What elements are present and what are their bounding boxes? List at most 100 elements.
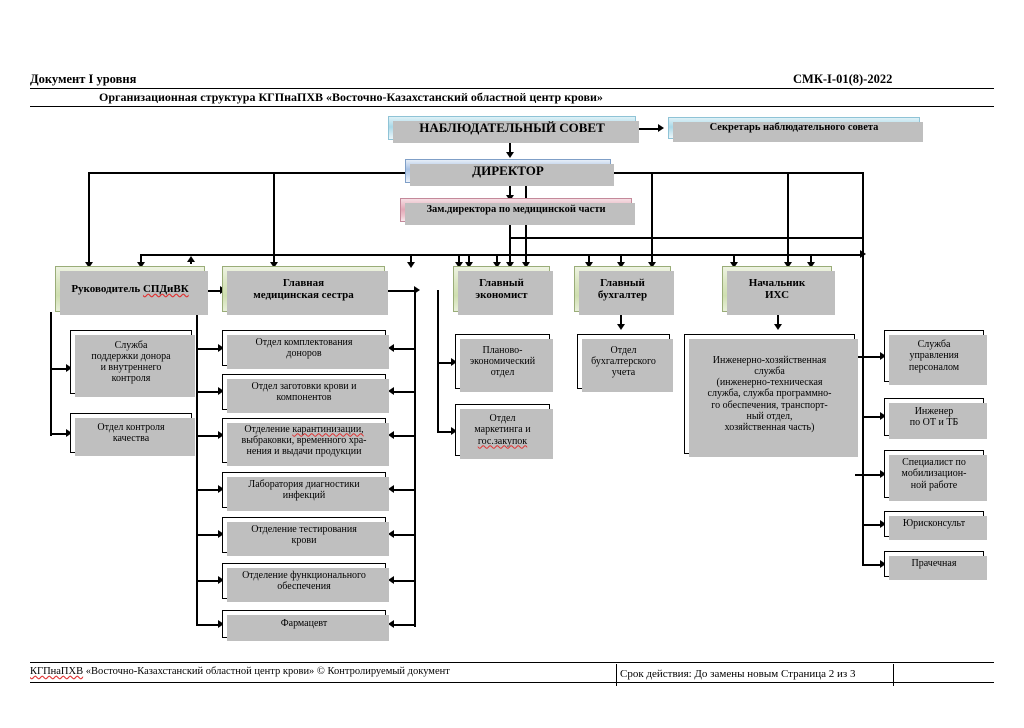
node-head-nurse[interactable]: Главная медицинская сестра: [222, 266, 388, 315]
footer-right-box-left: [616, 664, 617, 686]
arrowhead-right-1: [880, 352, 886, 360]
edge-council-director: [509, 140, 511, 154]
head-nurse-line1: Главная: [282, 276, 325, 289]
footer-org-rest: «Восточно-Казахстанский областной центр …: [85, 666, 450, 677]
marketing-line1: Отдел: [489, 413, 516, 425]
director-drop-4: [651, 172, 653, 264]
arrowhead-spdivk-1: [66, 364, 72, 372]
header-rule-bottom: [30, 106, 994, 107]
node-laundry-label: Прачечная: [911, 558, 957, 570]
right-trunk: [862, 240, 864, 566]
arrowhead-fb-1: [388, 344, 394, 352]
deputy-drop-a: [410, 254, 412, 264]
node-spdivk-head-label: Руководитель СПДиВК: [56, 283, 204, 295]
nurse-fb-4: [392, 489, 416, 491]
deputy-bus-lower: [140, 254, 864, 256]
arrowhead-right-3: [880, 470, 886, 478]
node-chief-economist[interactable]: Главный экономист: [453, 266, 553, 315]
arrowhead-nurse-5: [218, 530, 224, 538]
node-director-label: ДИРЕКТОР: [472, 162, 544, 178]
nurse-trunk: [196, 312, 198, 626]
nurse-fb-1: [392, 348, 416, 350]
node-marketing-procurement-dept[interactable]: Отдел маркетинга и гос.закупок: [455, 404, 553, 459]
deputy-drop-e: [588, 254, 590, 264]
deputy-drop-h: [810, 254, 812, 264]
node-observation-council[interactable]: НАБЛЮДАТЕЛЬНЫЙ СОВЕТ: [388, 116, 639, 143]
nurse-branch-2: [196, 391, 220, 393]
arrowhead-nurse-7: [218, 620, 224, 628]
arrowhead-deputy-f: [617, 262, 625, 268]
arrowhead-deputy-b: [455, 262, 463, 268]
marketing-line2: маркетинга и: [474, 424, 531, 436]
node-quarantine-dept[interactable]: Отделение карантинизации, выбраковки, вр…: [222, 418, 389, 466]
arrowhead-econ-2: [451, 427, 457, 435]
arrowhead-nurse-6: [218, 576, 224, 584]
arrowhead-deputy-a: [407, 262, 415, 268]
node-legal-counsel-label: Юрисконсульт: [902, 518, 966, 530]
director-drop-5: [787, 172, 789, 264]
deputy-drop-d: [496, 254, 498, 264]
arrowhead-deputy-g: [730, 262, 738, 268]
header-rule-top: [30, 88, 994, 89]
arrowhead-deputy-d: [493, 262, 501, 268]
node-deputy-director-label: Зам.директора по медицинской части: [426, 204, 606, 216]
node-council-secretary[interactable]: Секретарь наблюдательного совета: [668, 117, 923, 142]
right-branch-5: [862, 564, 882, 566]
head-nurse-line2: медицинская сестра: [253, 289, 354, 301]
node-chief-accountant[interactable]: Главный бухгалтер: [574, 266, 674, 315]
nurse-branch-6: [196, 580, 220, 582]
nurse-fb-3: [392, 435, 416, 437]
spdivk-acronym: СПДиВК: [142, 282, 189, 295]
nurse-branch-5: [196, 534, 220, 536]
nurse-fb-7: [392, 624, 416, 626]
spdivk-prefix: Руководитель: [71, 282, 143, 295]
node-laundry[interactable]: Прачечная: [884, 551, 987, 580]
node-chief-economist-label: Главный экономист: [454, 277, 549, 302]
accountant-line2: бухгалтер: [597, 289, 648, 301]
node-spdivk-head[interactable]: Руководитель СПДиВК: [55, 266, 208, 315]
director-bus-right: [611, 172, 864, 174]
accountant-line1: Главный: [600, 276, 645, 289]
header-doc-level: Документ I уровня: [30, 72, 137, 86]
node-ihs-head-label: Начальник ИХС: [723, 277, 831, 302]
node-pharmacist[interactable]: Фармацевт: [222, 610, 389, 641]
arrowhead-right-4: [880, 520, 886, 528]
arrowhead-deputy-e: [585, 262, 593, 268]
arrowhead-nurse-2: [218, 387, 224, 395]
nurse-branch-7: [196, 624, 220, 626]
node-ihs-head[interactable]: Начальник ИХС: [722, 266, 835, 315]
arrowhead-drop-1: [85, 262, 93, 268]
arrowhead-deputy-h: [807, 262, 815, 268]
header-doc-code: СМК-I-01(8)-2022: [793, 72, 893, 86]
node-deputy-director[interactable]: Зам.директора по медицинской части: [400, 198, 635, 225]
arrowhead-fb-2: [388, 387, 394, 395]
node-pharmacist-label: Фармацевт: [280, 618, 328, 630]
footer-right-box-right: [893, 664, 894, 686]
deputy-drop-c: [468, 254, 470, 264]
right-branch-2: [862, 416, 882, 418]
node-legal-counsel[interactable]: Юрисконсульт: [884, 511, 987, 540]
arrowhead-drop-5: [784, 262, 792, 268]
arrowhead-nurse-4: [218, 485, 224, 493]
node-director[interactable]: ДИРЕКТОР: [405, 159, 614, 186]
arrowhead-drop-3: [522, 262, 530, 268]
ihs-line1: Начальник: [748, 276, 806, 289]
deputy-bus-upper: [509, 237, 864, 239]
